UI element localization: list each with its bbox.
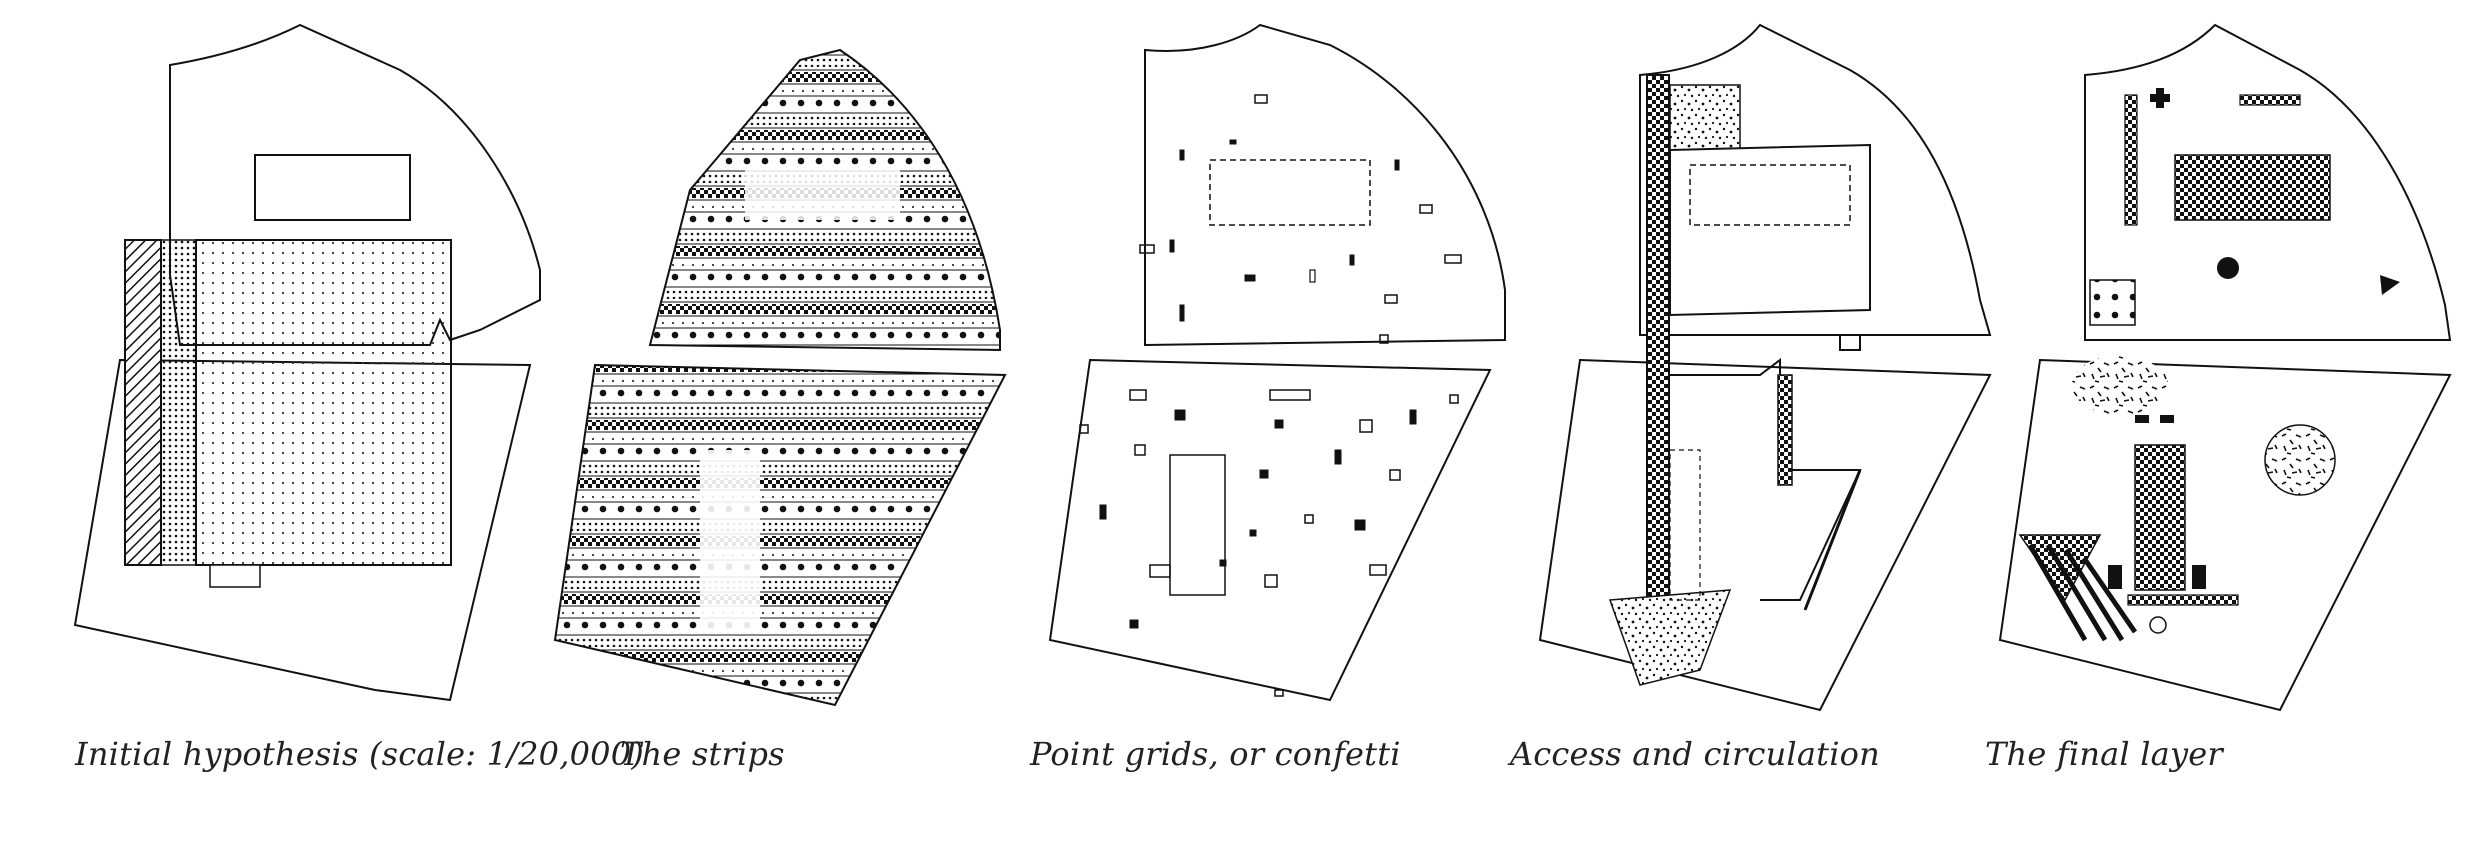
stipple-block-upper [1669, 84, 1741, 151]
promenade-bridge [1646, 74, 1670, 671]
triangle-marker-icon [2380, 275, 2400, 295]
caption-final-layer: The final layer [1985, 735, 2223, 773]
strips-outline-upper [648, 48, 1001, 352]
black-block-right [2192, 565, 2206, 589]
reservoir-dashed [1209, 159, 1371, 226]
checker-strip-left [2124, 94, 2138, 226]
caption-strips: The strips [620, 735, 785, 773]
dash-mark-right [2160, 415, 2174, 423]
checker-field [2174, 154, 2331, 221]
small-ring-icon [2149, 616, 2167, 634]
panel-final-layer [1998, 23, 2452, 712]
strip-gap-upper [745, 165, 900, 220]
dashed-bar-lower [1169, 454, 1226, 596]
grid-square [2089, 279, 2136, 326]
checker-strip-vertical [1777, 374, 1793, 486]
grid-outline-lower [1048, 358, 1492, 702]
circle-marker-icon [2217, 257, 2239, 279]
reservoir-dashed-access [1689, 164, 1851, 226]
panel-point-grids [1048, 23, 1506, 702]
black-block-left [2108, 565, 2122, 589]
confetti-points [1079, 94, 1462, 697]
hatched-band [124, 239, 162, 566]
small-annex [209, 564, 261, 588]
confetti-circle [2264, 424, 2336, 496]
diagonal-bars [2027, 543, 2138, 642]
panel-access-circulation [1538, 23, 1992, 712]
strip-gap-lower [700, 450, 760, 630]
strips-outline-lower [553, 363, 1007, 707]
link-upper-lower [1839, 335, 1861, 351]
reservoir-outline [254, 154, 411, 221]
checker-tower [2134, 444, 2186, 591]
stipple-funnel [1608, 589, 1732, 686]
panel-strips [553, 48, 1007, 707]
grid-outline-upper [1144, 23, 1506, 347]
dash-mark-left [2135, 415, 2149, 423]
panel-initial-hypothesis [73, 23, 541, 702]
caption-access-circulation: Access and circulation [1510, 735, 1880, 773]
confetti-cluster [2072, 355, 2168, 415]
plaza-building [1669, 143, 1871, 317]
strip-bands-lower [555, 365, 1005, 705]
cross-icon [2150, 88, 2170, 108]
access-outline-lower [1538, 358, 1992, 712]
stippled-band [160, 239, 197, 566]
boulevard-line [1803, 469, 1862, 611]
checker-bar-bottom [2127, 594, 2239, 606]
caption-initial-hypothesis: Initial hypothesis (scale: 1/20,000) [75, 735, 644, 773]
checker-bar-top [2239, 94, 2301, 106]
hypothesis-square [195, 239, 452, 566]
caption-point-grids: Point grids, or confetti [1030, 735, 1401, 773]
